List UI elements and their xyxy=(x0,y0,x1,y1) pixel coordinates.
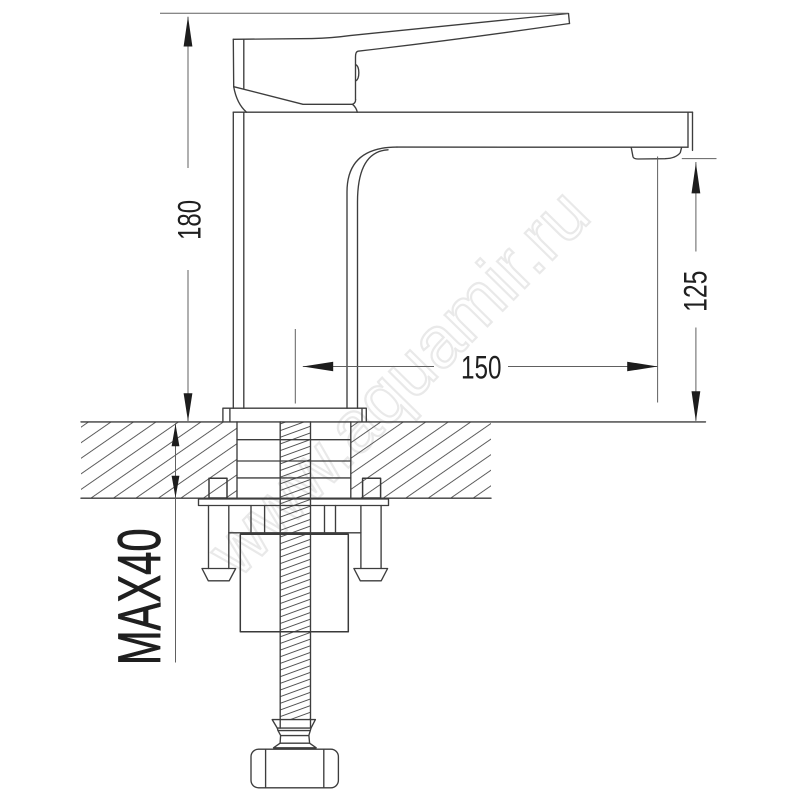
svg-text:180: 180 xyxy=(171,200,207,240)
svg-text:MAX40: MAX40 xyxy=(106,529,173,666)
svg-text:125: 125 xyxy=(677,271,713,312)
svg-text:150: 150 xyxy=(461,349,502,385)
